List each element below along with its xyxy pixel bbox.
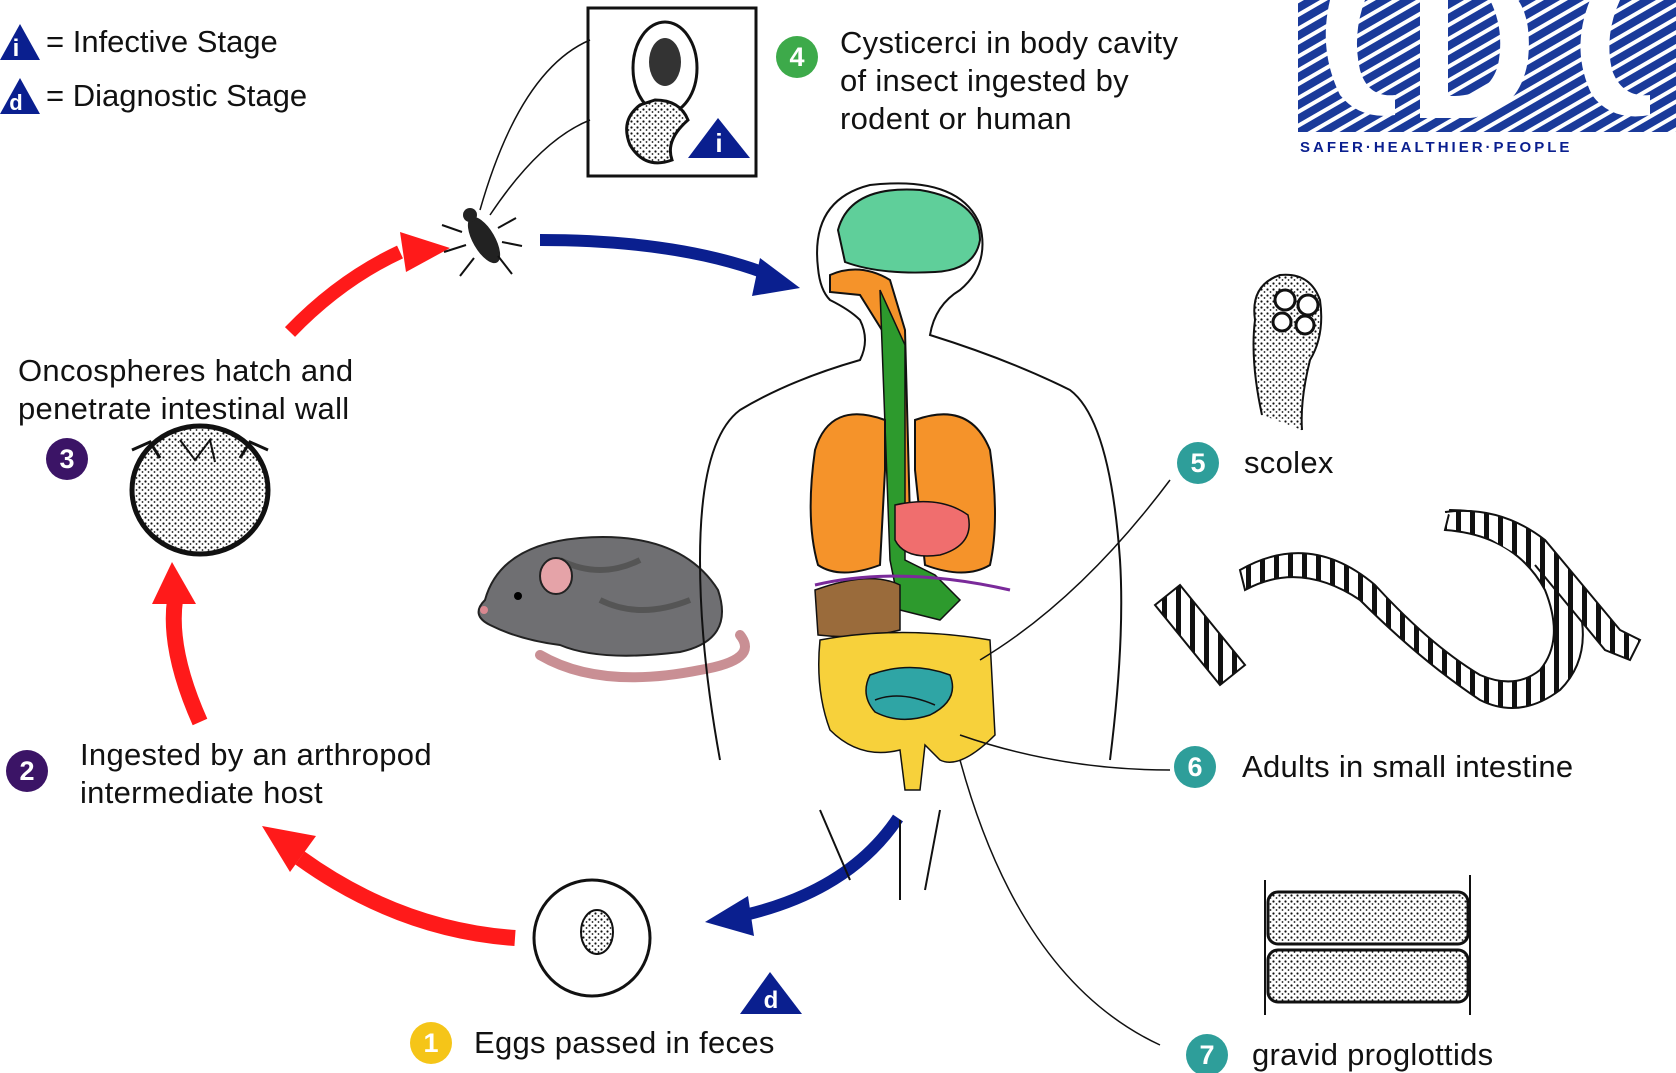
svg-text:i: i: [13, 35, 20, 62]
blue-arrow-insect-to-human: [540, 240, 800, 296]
legend-infective-label: = Infective Stage: [46, 24, 278, 60]
step-1-text: Eggs passed in feces: [474, 1024, 775, 1062]
diagnostic-triangle-icon: d: [0, 76, 40, 116]
scolex-drawing: [1254, 275, 1322, 430]
red-arrow-ingested-to-hatch: [152, 562, 200, 722]
svg-text:i: i: [715, 128, 722, 158]
gravid-proglottids-drawing: [1265, 875, 1470, 1015]
step-1-badge: 1: [410, 1022, 452, 1064]
legend-diagnostic-label: = Diagnostic Stage: [46, 78, 307, 114]
label-connector-lines: [960, 480, 1170, 1045]
step-7-badge: 7: [1186, 1034, 1228, 1073]
step-7-text: gravid proglottids: [1252, 1036, 1493, 1073]
legend-infective: i = Infective Stage: [0, 22, 278, 62]
step-3-text: Oncospheres hatch and penetrate intestin…: [18, 352, 353, 428]
step-5-text: scolex: [1244, 444, 1334, 482]
step-6-text: Adults in small intestine: [1242, 748, 1573, 786]
beetle-drawing: [442, 208, 522, 276]
step-6-badge: 6: [1174, 746, 1216, 788]
red-arrow-eggs-to-ingested: [262, 826, 515, 938]
step-2-badge: 2: [6, 750, 48, 792]
svg-text:d: d: [9, 90, 22, 115]
red-arrow-insect-to-oncosphere: [290, 232, 450, 332]
step-4-text: Cysticerci in body cavity of insect inge…: [840, 24, 1178, 138]
diagnostic-stage-marker: d: [740, 972, 802, 1014]
blue-arrow-human-to-eggs: [705, 818, 898, 936]
cysticercus-connector-lines: [480, 40, 590, 215]
egg-drawing: [534, 880, 650, 996]
cdc-tagline: SAFER·HEALTHIER·PEOPLE: [1300, 138, 1572, 158]
oncosphere-drawing: [132, 426, 268, 554]
legend-diagnostic: d = Diagnostic Stage: [0, 76, 307, 116]
step-5-badge: 5: [1177, 442, 1219, 484]
step-2-text: Ingested by an arthropod intermediate ho…: [80, 736, 432, 812]
step-3-badge: 3: [46, 438, 88, 480]
infective-triangle-icon: i: [0, 22, 40, 62]
step-4-badge: 4: [776, 36, 818, 78]
svg-text:d: d: [764, 987, 779, 1014]
adult-worm-drawing: [1155, 510, 1640, 708]
